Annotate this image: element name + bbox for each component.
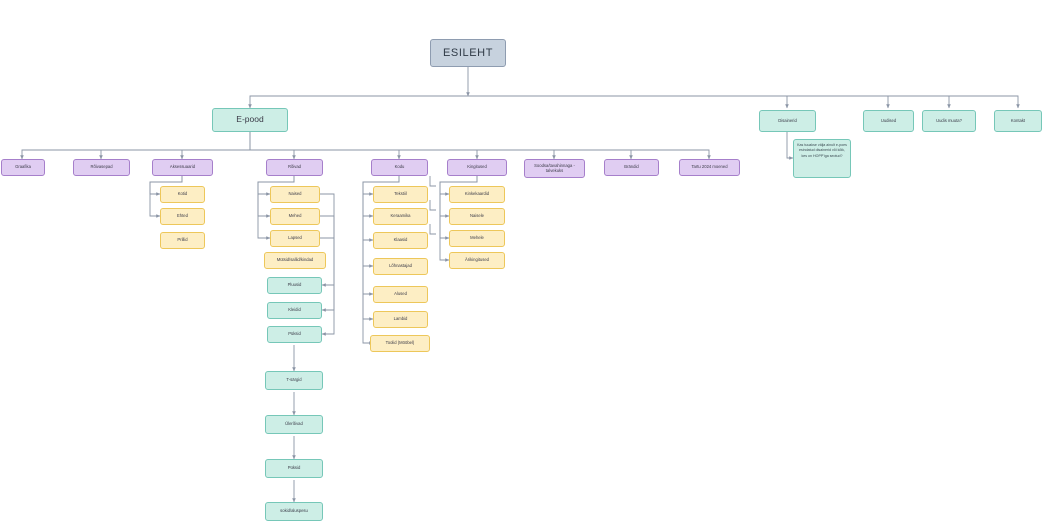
node-label: Ärikingitused	[465, 257, 489, 263]
node-naisele[interactable]: Naisele	[449, 208, 505, 225]
node-graafika[interactable]: Graafika	[1, 159, 45, 176]
node-lambid[interactable]: Lambid	[373, 311, 428, 328]
node-mehed[interactable]: Mehed	[270, 208, 320, 225]
node-toolid-moobel[interactable]: Toolid (Mööbel)	[370, 335, 430, 352]
node-label: Lambid	[393, 316, 408, 322]
node-sokid-aluspesu[interactable]: sokid/aluspesu	[265, 502, 323, 521]
node-label: Soodsa/tavahinnaga - talvekuks	[534, 162, 575, 173]
node-label: Kontakt	[1010, 117, 1026, 123]
node-label: Klaasid	[393, 237, 408, 243]
node-e-pood[interactable]: E-pood	[212, 108, 288, 132]
node-label: Uudis muuta?	[936, 117, 962, 123]
node-soodsa-tavahinnaga[interactable]: Soodsa/tavahinnaga - talvekuks	[524, 159, 585, 178]
node-brandid[interactable]: Brändid	[604, 159, 659, 176]
node-label: Mehele	[470, 235, 484, 241]
node-uudised[interactable]: Uudised	[863, 110, 914, 132]
node-label: Lõhnastajad	[389, 263, 412, 269]
node-label: Lapsed	[288, 235, 302, 241]
node-kinkekaardid[interactable]: Kinkekaardid	[449, 186, 505, 203]
node-label: sokid/aluspesu	[280, 508, 308, 514]
node-label: Rõivad	[287, 164, 302, 170]
node-keraamika[interactable]: Keraamika	[373, 208, 428, 225]
node-label: Graafika	[15, 164, 31, 170]
node-root-esileht[interactable]: ESILEHT	[430, 39, 506, 67]
node-aksessuaarid[interactable]: Aksessuaarid	[152, 159, 213, 176]
node-prillid[interactable]: Prillid	[160, 232, 205, 249]
node-label: Aksessuaarid	[169, 164, 196, 170]
node-label: Ülerõivad	[285, 421, 303, 427]
node-label: Kinkekaardid	[464, 191, 490, 197]
node-naised[interactable]: Naised	[270, 186, 320, 203]
node-tartu-2024[interactable]: Tartu 2024 moened	[679, 159, 740, 176]
node-label: Naised	[288, 191, 302, 197]
node-label: Püksid	[287, 465, 301, 471]
node-t-sargid[interactable]: T-särgid	[265, 371, 323, 390]
node-label: Toolid (Mööbel)	[385, 340, 415, 346]
node-puksid-2[interactable]: Püksid	[265, 459, 323, 478]
node-label: Disainerid	[778, 117, 797, 123]
node-label: Rõivasepad	[90, 164, 113, 170]
node-label: Püksid	[288, 331, 301, 337]
node-label: Kingitused	[467, 164, 487, 170]
node-label: Prillid	[177, 237, 188, 243]
node-label: Ehted	[177, 213, 188, 219]
node-kodu[interactable]: Kodu	[371, 159, 428, 176]
node-label: Alused	[394, 291, 407, 297]
node-klaasid[interactable]: Klaasid	[373, 232, 428, 249]
node-kontakt[interactable]: Kontakt	[994, 110, 1042, 132]
node-label: Kotid	[177, 191, 188, 197]
node-pluusid[interactable]: Pluusid	[267, 277, 322, 294]
node-disainerid[interactable]: Disainerid	[759, 110, 816, 132]
node-roivad[interactable]: Rõivad	[266, 159, 323, 176]
node-label: Keraamika	[390, 213, 411, 219]
node-label: Kleidid	[288, 307, 301, 313]
node-label: Kodu	[394, 164, 405, 170]
node-label: Brändid	[624, 164, 639, 170]
node-lohnastajad[interactable]: Lõhnastajad	[373, 258, 428, 275]
node-arikingitused[interactable]: Ärikingitused	[449, 252, 505, 269]
node-uudis-muuta[interactable]: Uudis muuta?	[922, 110, 976, 132]
node-label: Naisele	[470, 213, 484, 219]
node-alused[interactable]: Alused	[373, 286, 428, 303]
node-ehted[interactable]: Ehted	[160, 208, 205, 225]
note-label: Kas tuuakse välja ainult e-poes esindatu…	[797, 143, 847, 158]
node-label: Pluusid	[287, 282, 302, 288]
node-label: E-pood	[236, 114, 264, 125]
note-disainerid: Kas tuuakse välja ainult e-poes esindatu…	[793, 139, 851, 178]
node-label: T-särgid	[286, 377, 302, 383]
node-puksid[interactable]: Püksid	[267, 326, 322, 343]
node-ulerõivad[interactable]: Ülerõivad	[265, 415, 323, 434]
node-kingitused[interactable]: Kingitused	[447, 159, 507, 176]
node-label: Tartu 2024 moened	[691, 164, 728, 170]
node-label: ESILEHT	[442, 46, 494, 59]
node-label: Mehed	[288, 213, 302, 219]
node-mehele[interactable]: Mehele	[449, 230, 505, 247]
node-mutsid-sallid-kindad[interactable]: Mütsid/sallid/kindad	[264, 252, 326, 269]
node-kotid[interactable]: Kotid	[160, 186, 205, 203]
node-roivasepad[interactable]: Rõivasepad	[73, 159, 130, 176]
node-label: Mütsid/sallid/kindad	[276, 257, 314, 263]
node-lapsed[interactable]: Lapsed	[270, 230, 320, 247]
node-kleidid[interactable]: Kleidid	[267, 302, 322, 319]
node-tekstiil[interactable]: Tekstiil	[373, 186, 428, 203]
node-label: Tekstiil	[394, 191, 407, 197]
node-label: Uudised	[880, 117, 897, 123]
